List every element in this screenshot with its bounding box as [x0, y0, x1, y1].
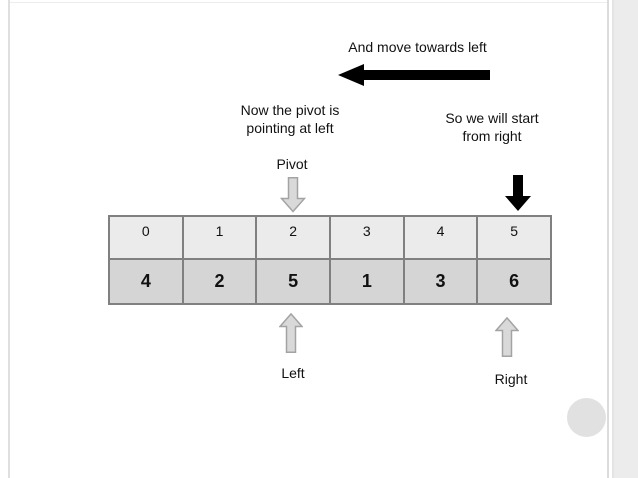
- value-cell: 1: [330, 260, 403, 303]
- right-gutter-panel: [612, 0, 638, 478]
- black-down-arrow-icon: [505, 175, 531, 211]
- gray-up-arrow-icon-left: [279, 313, 303, 353]
- index-cell: 0: [110, 217, 182, 258]
- index-cell: 3: [330, 217, 403, 258]
- gray-up-arrow-icon-right: [495, 317, 519, 357]
- index-cell: 1: [183, 217, 256, 258]
- value-cell: 6: [478, 260, 550, 303]
- pivot-label: Pivot: [276, 156, 308, 172]
- index-cell: 5: [478, 217, 550, 258]
- index-cell: 2: [257, 217, 329, 258]
- slide-edge-top: [10, 2, 607, 3]
- value-cell: 5: [257, 260, 329, 303]
- black-left-arrow-icon: [338, 64, 490, 86]
- slide-edge-left: [8, 0, 10, 478]
- annotation-start-from-right: So we will start from right: [445, 110, 539, 144]
- gray-down-arrow-icon: [280, 177, 306, 213]
- left-pointer-label: Left: [281, 365, 305, 381]
- index-cell: 4: [404, 217, 477, 258]
- right-pointer-label: Right: [494, 371, 528, 387]
- value-cell: 4: [110, 260, 182, 303]
- value-cell: 3: [404, 260, 477, 303]
- decorative-circle: [567, 398, 606, 437]
- slide-edge-right: [607, 0, 609, 478]
- annotation-pivot-pointing-left: Now the pivot is pointing at left: [240, 102, 340, 136]
- array-table: 0 1 2 3 4 5 4 2 5 1 3 6: [108, 215, 552, 305]
- annotation-move-towards-left: And move towards left: [348, 39, 487, 55]
- value-cell: 2: [183, 260, 256, 303]
